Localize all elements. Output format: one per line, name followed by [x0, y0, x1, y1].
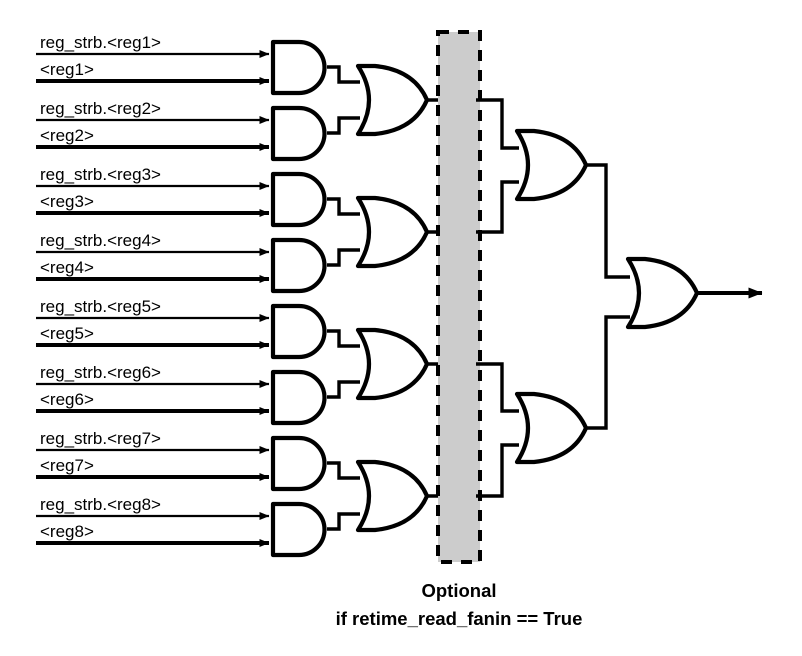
or-stage-2 [517, 131, 586, 462]
input-stage: reg_strb.<reg1> <reg1> reg_strb.<reg2> <… [36, 33, 325, 555]
and-gate-6 [273, 372, 325, 423]
link-and3-or2 [327, 197, 360, 216]
retime-to-or2-links [476, 98, 519, 498]
or-gate-s2-2 [517, 394, 586, 462]
link-and7-or4 [327, 461, 360, 480]
link-and1-or1 [327, 65, 360, 84]
data-label-1: <reg1> [40, 60, 94, 79]
caption-line-1: Optional [421, 580, 496, 601]
link-or6-final [586, 315, 630, 430]
strobe-label-2: reg_strb.<reg2> [40, 99, 161, 118]
link-and4-or2 [327, 248, 360, 267]
link-retime3-or6 [476, 362, 519, 413]
link-and2-or1 [327, 116, 360, 135]
link-and8-or4 [327, 512, 360, 531]
or-stage-1 [358, 66, 427, 530]
link-or5-final [586, 163, 630, 279]
strobe-label-3: reg_strb.<reg3> [40, 165, 161, 184]
link-and5-or3 [327, 329, 360, 348]
retime-caption: Optional if retime_read_fanin == True [336, 580, 583, 629]
or-gate-s1-2 [358, 198, 427, 266]
or-gate-s2-1 [517, 131, 586, 199]
data-label-5: <reg5> [40, 324, 94, 343]
output-stage [628, 259, 763, 327]
strobe-label-4: reg_strb.<reg4> [40, 231, 161, 250]
data-label-7: <reg7> [40, 456, 94, 475]
input-group-1: reg_strb.<reg1> <reg1> [36, 33, 325, 93]
and-gate-1 [273, 42, 325, 93]
data-label-2: <reg2> [40, 126, 94, 145]
data-label-3: <reg3> [40, 192, 94, 211]
and-gate-5 [273, 306, 325, 357]
strobe-label-1: reg_strb.<reg1> [40, 33, 161, 52]
data-label-4: <reg4> [40, 258, 94, 277]
strobe-label-6: reg_strb.<reg6> [40, 363, 161, 382]
strobe-label-7: reg_strb.<reg7> [40, 429, 161, 448]
and-gate-3 [273, 174, 325, 225]
or-gate-final [628, 259, 697, 327]
or-gate-s1-4 [358, 462, 427, 530]
data-label-8: <reg8> [40, 522, 94, 541]
link-retime4-or6 [476, 443, 519, 498]
data-label-6: <reg6> [40, 390, 94, 409]
and-to-or-links [327, 65, 360, 531]
strobe-label-8: reg_strb.<reg8> [40, 495, 161, 514]
or-gate-s1-3 [358, 330, 427, 398]
link-retime2-or5 [476, 180, 519, 234]
input-group-7: reg_strb.<reg7> <reg7> [36, 429, 325, 489]
or-gate-s1-1 [358, 66, 427, 134]
link-retime1-or5 [476, 98, 519, 150]
and-gate-2 [273, 108, 325, 159]
and-gate-7 [273, 438, 325, 489]
input-group-5: reg_strb.<reg5> <reg5> [36, 297, 325, 357]
link-and6-or3 [327, 380, 360, 399]
strobe-label-5: reg_strb.<reg5> [40, 297, 161, 316]
input-group-2: reg_strb.<reg2> <reg2> [36, 99, 325, 159]
retime-register-box [436, 30, 482, 564]
and-gate-4 [273, 240, 325, 291]
caption-line-2: if retime_read_fanin == True [336, 608, 583, 629]
input-group-3: reg_strb.<reg3> <reg3> [36, 165, 325, 225]
and-gate-8 [273, 504, 325, 555]
input-group-4: reg_strb.<reg4> <reg4> [36, 231, 325, 291]
or2-to-final-links [586, 163, 630, 430]
retime-stage [436, 30, 482, 564]
input-group-6: reg_strb.<reg6> <reg6> [36, 363, 325, 423]
input-group-8: reg_strb.<reg8> <reg8> [36, 495, 325, 555]
